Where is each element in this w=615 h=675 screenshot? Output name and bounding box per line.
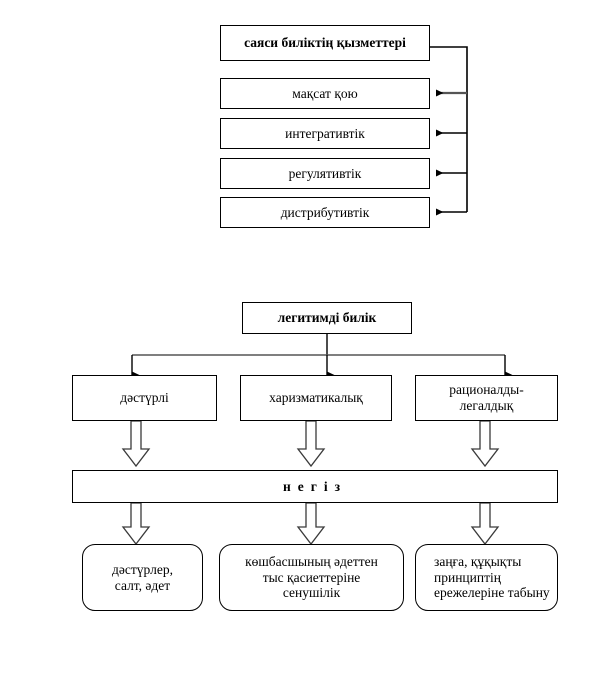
diagram-two-tree-connectors [131, 334, 513, 379]
basis-label: дәстүрлер, салт, әдет [112, 561, 173, 593]
basis-label: көшбасшының әдеттен тыс қасиеттеріне сен… [245, 553, 378, 601]
power-type-label: дәстүрлі [120, 390, 169, 406]
function-box-goal-setting: мақсат қою [220, 78, 430, 109]
basis-box-traditions: дәстүрлер, салт, әдет [82, 544, 203, 611]
basis-box-law-principles: заңға, құқықты принциптің ережелеріне та… [415, 544, 558, 611]
power-type-box-rational-legal: рационалды- легалдық [415, 375, 558, 421]
legitimate-power-title-text: легитимді билік [277, 310, 377, 326]
function-box-distributive: дистрибутивтік [220, 197, 430, 228]
functions-title-text: саяси биліктің қызметтері [244, 35, 406, 51]
basis-box-leader-belief: көшбасшының әдеттен тыс қасиеттеріне сен… [219, 544, 404, 611]
function-label: интегративтік [285, 125, 365, 141]
power-type-label: харизматикалық [269, 390, 363, 406]
legitimate-power-title-box: легитимді билік [242, 302, 412, 334]
basis-bar: негіз [72, 470, 558, 503]
function-label: дистрибутивтік [280, 204, 370, 220]
basis-bar-label: негіз [282, 478, 348, 494]
diagram-one-connectors [430, 46, 468, 216]
basis-label: заңға, құқықты принциптің ережелеріне та… [434, 553, 550, 601]
function-label: регулятивтік [288, 165, 362, 181]
power-type-label: рационалды- легалдық [449, 382, 524, 413]
block-arrows-types-to-basis [121, 420, 500, 468]
power-type-box-traditional: дәстүрлі [72, 375, 217, 421]
function-box-regulative: регулятивтік [220, 158, 430, 189]
function-box-integrative: интегративтік [220, 118, 430, 149]
functions-title-box: саяси биліктің қызметтері [220, 25, 430, 61]
power-type-box-charismatic: харизматикалық [240, 375, 392, 421]
block-arrows-basis-to-bases [121, 502, 500, 546]
function-label: мақсат қою [292, 85, 358, 101]
